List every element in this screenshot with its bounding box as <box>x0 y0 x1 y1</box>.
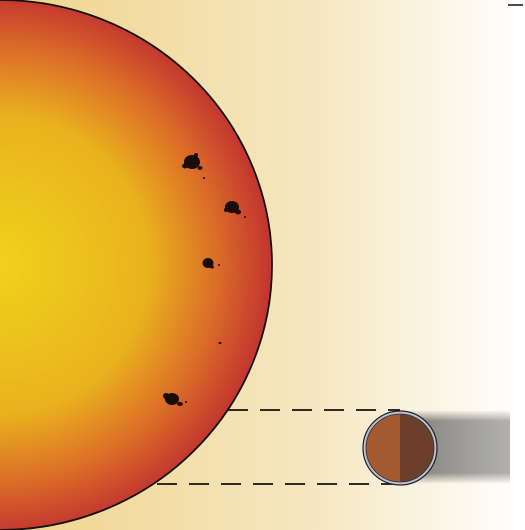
star-disk <box>0 0 272 530</box>
star <box>0 0 273 530</box>
sunspot-icon <box>163 393 187 406</box>
starspots <box>163 153 246 406</box>
transit-lines <box>157 409 400 485</box>
star-limb-outline <box>0 0 273 530</box>
sunspot-icon <box>182 153 205 179</box>
sunspot-icon <box>202 258 220 269</box>
sunspot-icon <box>218 342 222 344</box>
sunspot-icon <box>224 201 246 218</box>
planet-disk-outline <box>365 413 435 483</box>
planet <box>362 410 438 486</box>
